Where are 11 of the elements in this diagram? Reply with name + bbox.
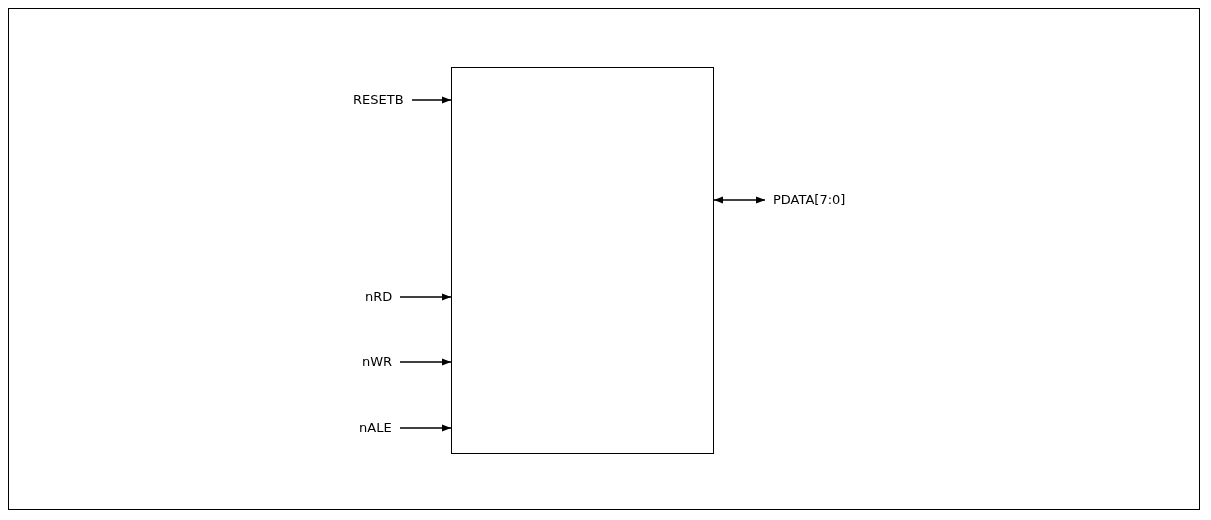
block-box [451, 67, 714, 454]
arrow [399, 293, 452, 301]
signal-name: PDATA[7:0] [773, 192, 846, 208]
signal-name: nRD [365, 289, 393, 305]
signal-name: nALE [359, 420, 392, 436]
arrow [411, 96, 452, 104]
arrow [399, 358, 452, 366]
arrow [713, 196, 766, 204]
arrow [399, 424, 452, 432]
signal-name: RESETB [353, 92, 404, 108]
signal-name: nWR [362, 354, 393, 370]
